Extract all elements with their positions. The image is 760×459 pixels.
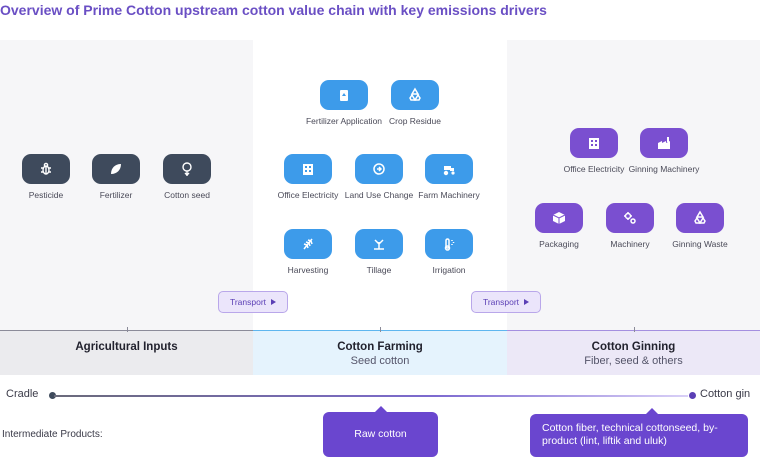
item-label: Farm Machinery (418, 190, 480, 200)
farming-fertilizer-application: Fertilizer Application (304, 80, 384, 127)
item-label: Crop Residue (389, 116, 441, 126)
stage-tick (633, 327, 635, 332)
fertilizer-bag-icon (320, 80, 368, 110)
tractor-icon (425, 154, 473, 184)
stage-title: Cotton Ginning (591, 341, 676, 353)
wheat-icon (284, 229, 332, 259)
stage-tick (126, 327, 128, 332)
recycle-icon (676, 203, 724, 233)
stage-cotton-ginning: Cotton Ginning Fiber, seed & others (507, 327, 760, 375)
item-label: Cotton seed (164, 190, 210, 200)
intermediate-products-label: Intermediate Products: (2, 429, 103, 440)
item-label: Office Electricity (563, 164, 625, 174)
timeline-end-label: Cotton gin (700, 388, 751, 400)
product-raw-cotton: Raw cotton (323, 406, 438, 457)
page-title: Overview of Prime Cotton upstream cotton… (0, 2, 547, 18)
item-label: Land Use Change (344, 190, 414, 200)
item-label: Pesticide (28, 190, 64, 200)
farming-tillage: Tillage (339, 229, 419, 276)
timeline-start-dot (49, 392, 56, 399)
building-icon (284, 154, 332, 184)
sprout-icon (355, 229, 403, 259)
agricultural-inputs-panel: Pesticide Fertilizer Cotton seed (0, 40, 253, 330)
farming-irrigation: Irrigation (409, 229, 489, 276)
item-label: Packaging (539, 239, 579, 249)
item-label: Harvesting (287, 265, 329, 275)
item-label: Ginning Machinery (628, 164, 700, 174)
bug-icon (22, 154, 70, 184)
input-pesticide: Pesticide (6, 154, 86, 201)
item-label: Fertilizer (99, 190, 133, 200)
land-change-icon (355, 154, 403, 184)
item-label: Machinery (610, 239, 650, 249)
farming-office-electricity: Office Electricity (268, 154, 348, 201)
farming-land-use-change: Land Use Change (339, 154, 419, 201)
ginning-ginning-machinery: Ginning Machinery (624, 128, 704, 175)
timeline-line (54, 395, 688, 397)
gears-icon (606, 203, 654, 233)
stage-cotton-farming: Cotton Farming Seed cotton (253, 327, 507, 375)
item-label: Ginning Waste (672, 239, 728, 249)
farming-crop-residue: Crop Residue (375, 80, 455, 127)
stage-subtitle: Fiber, seed & others (584, 355, 683, 367)
cotton-farming-panel: Fertilizer Application Crop Residue Offi… (253, 40, 507, 330)
ginning-office-electricity: Office Electricity (554, 128, 634, 175)
play-arrow-icon (524, 299, 530, 305)
box-icon (535, 203, 583, 233)
recycle-icon (391, 80, 439, 110)
stage-tick (380, 327, 381, 332)
stage-title: Agricultural Inputs (75, 341, 178, 353)
ginning-ginning-waste: Ginning Waste (660, 203, 740, 250)
item-label: Fertilizer Application (305, 116, 383, 126)
stage-agricultural-inputs: Agricultural Inputs (0, 327, 253, 375)
transport-button-2[interactable]: Transport (471, 291, 541, 313)
cotton-ginning-panel: Office Electricity Ginning Machinery Pac… (507, 40, 760, 330)
building-icon (570, 128, 618, 158)
product-cotton-fiber: Cotton fiber, technical cottonseed, by-p… (530, 408, 748, 457)
farming-farm-machinery: Farm Machinery (409, 154, 489, 201)
timeline-start-label: Cradle (6, 388, 39, 400)
farming-harvesting: Harvesting (268, 229, 348, 276)
item-label: Office Electricity (277, 190, 339, 200)
item-label: Irrigation (432, 265, 466, 275)
ginning-machinery: Machinery (590, 203, 670, 250)
seed-icon (163, 154, 211, 184)
product-label: Raw cotton (354, 428, 407, 440)
stage-subtitle: Seed cotton (350, 355, 410, 367)
input-cotton-seed: Cotton seed (147, 154, 227, 201)
transport-label: Transport (482, 297, 520, 307)
item-label: Tillage (366, 265, 392, 275)
play-arrow-icon (271, 299, 277, 305)
transport-label: Transport (229, 297, 267, 307)
input-fertilizer: Fertilizer (76, 154, 156, 201)
factory-icon (640, 128, 688, 158)
leaf-icon (92, 154, 140, 184)
product-label: Cotton fiber, technical cottonseed, by-p… (542, 422, 718, 447)
ginning-packaging: Packaging (519, 203, 599, 250)
stage-title: Cotton Farming (337, 341, 423, 353)
water-icon (425, 229, 473, 259)
timeline-end-dot (689, 392, 696, 399)
transport-button-1[interactable]: Transport (218, 291, 288, 313)
